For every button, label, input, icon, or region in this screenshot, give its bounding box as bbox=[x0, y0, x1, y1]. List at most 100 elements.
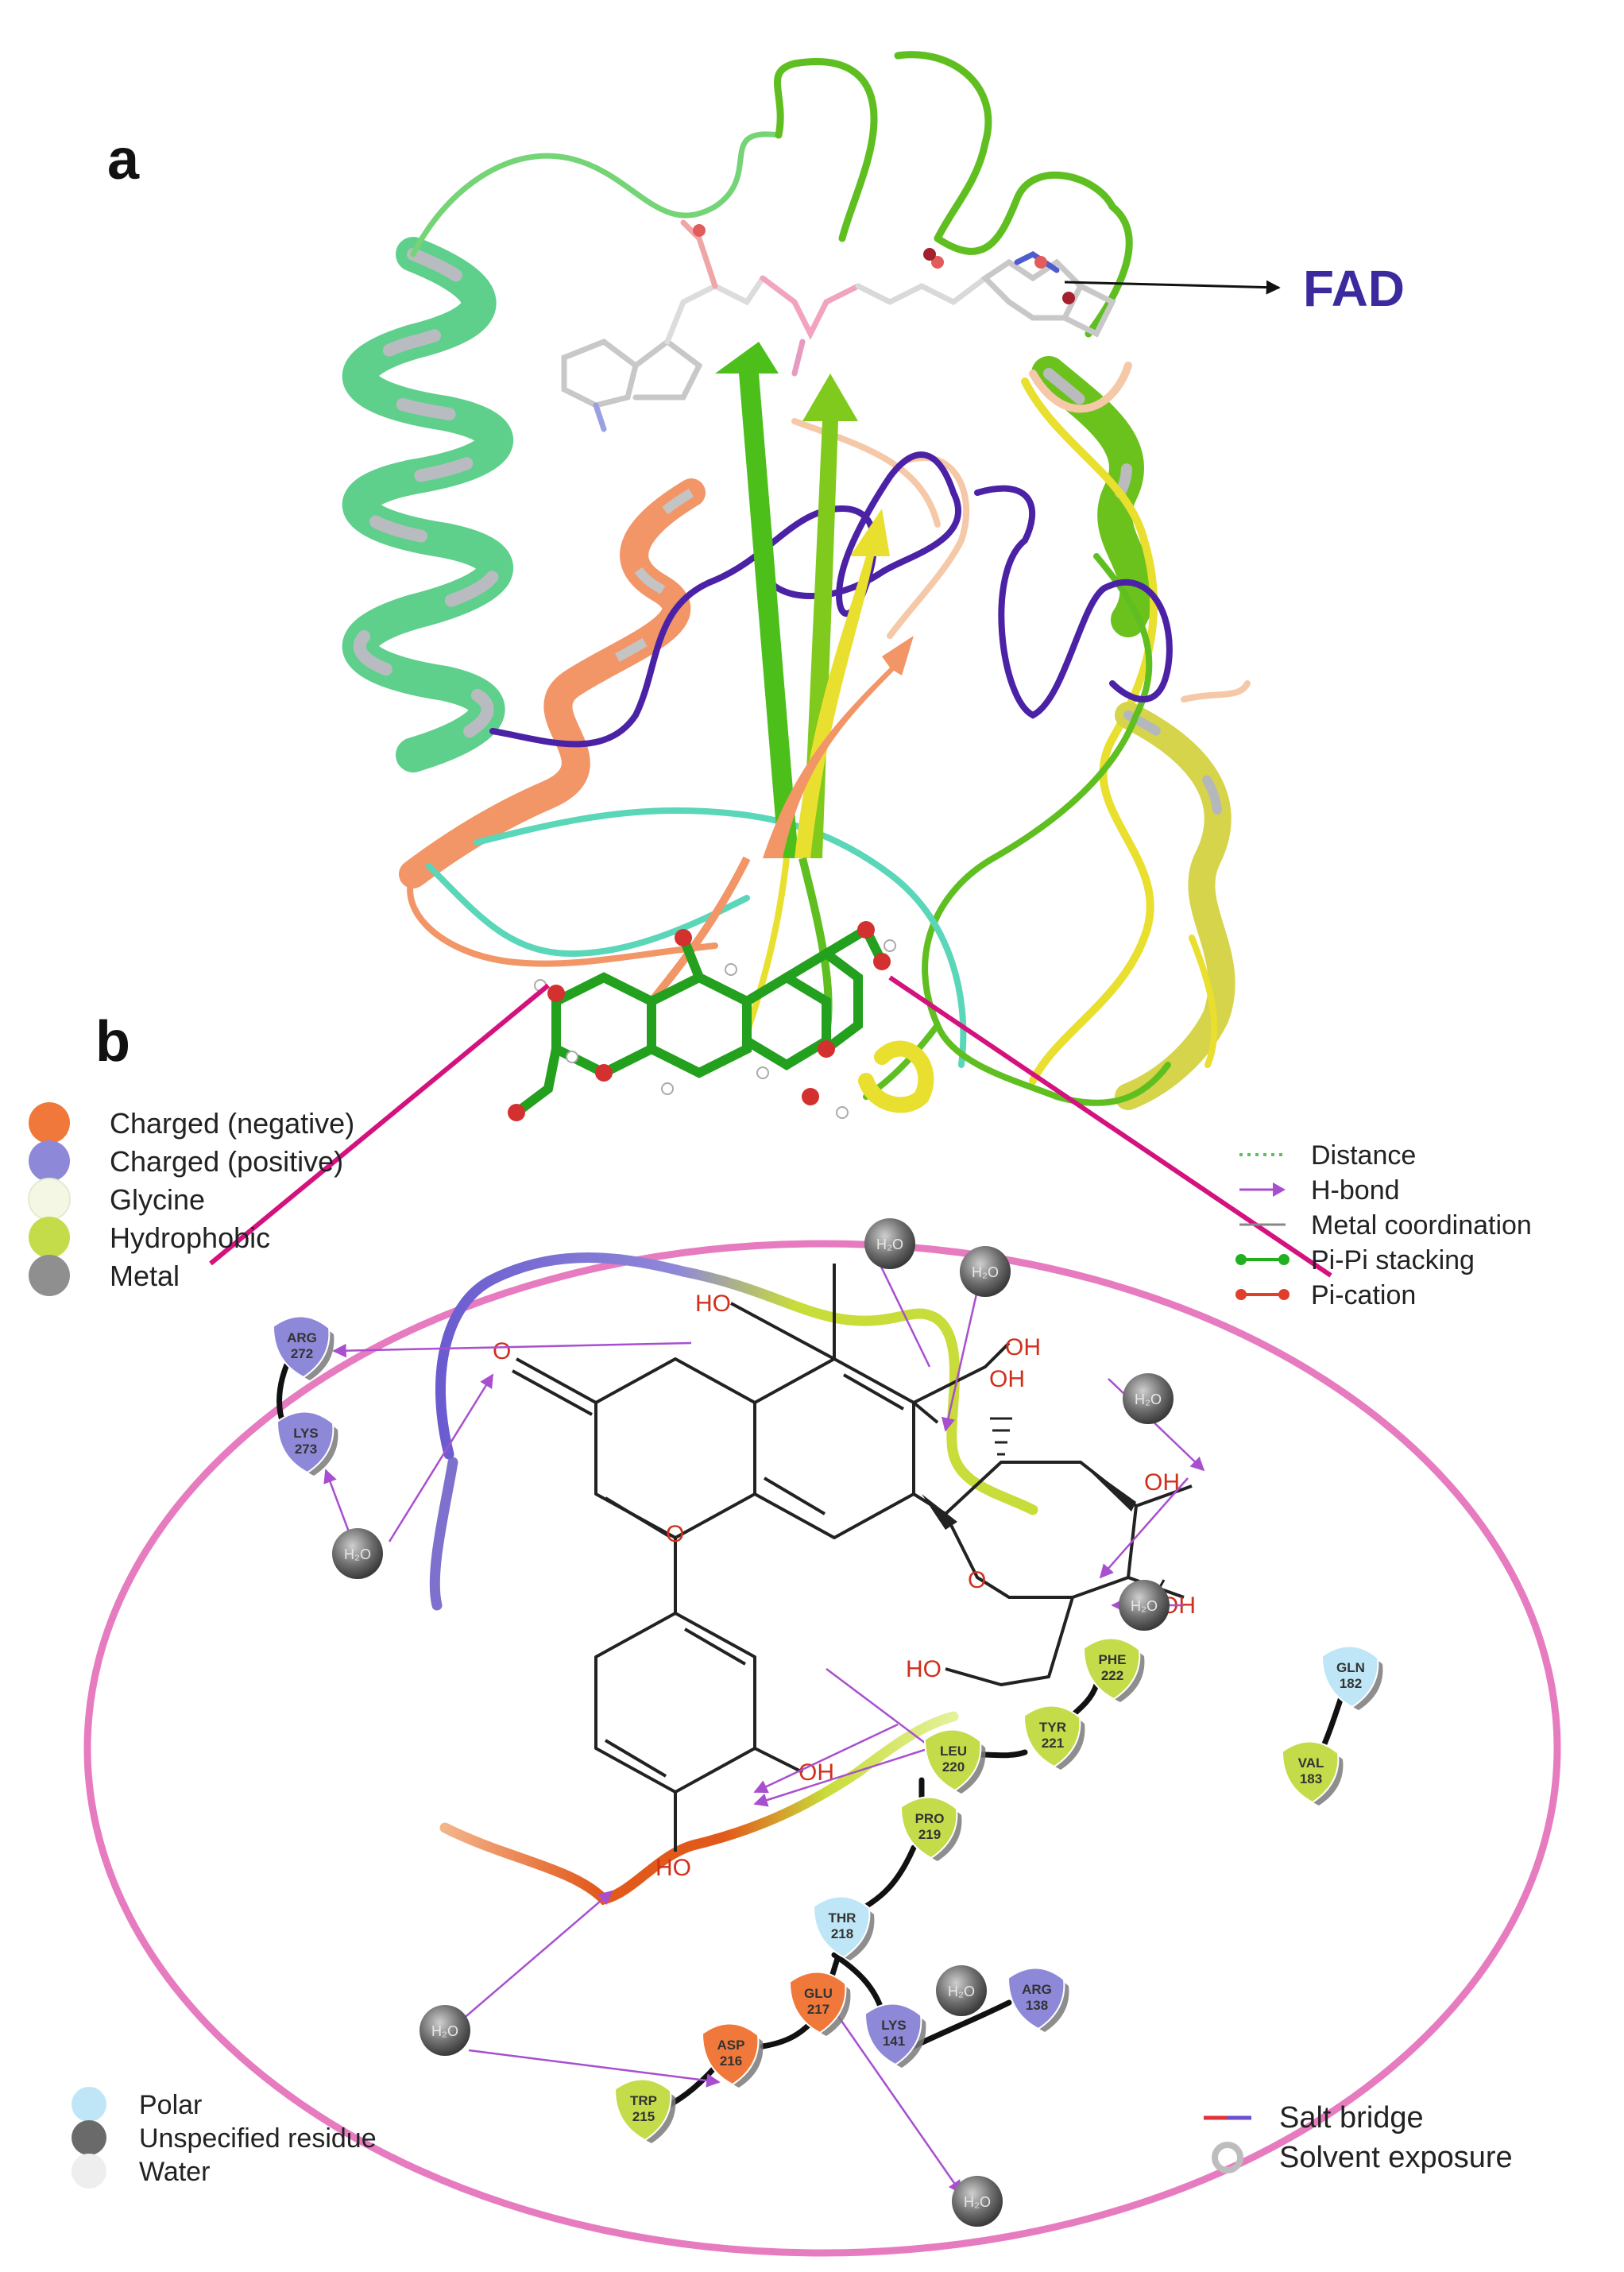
legend-label: Distance bbox=[1311, 1140, 1416, 1171]
label-oh-7: OH bbox=[1005, 1334, 1041, 1360]
water-1: H₂O bbox=[864, 1218, 915, 1269]
legend-label: Polar bbox=[139, 2090, 202, 2120]
legend-dot bbox=[1278, 1254, 1290, 1265]
residue-number: 141 bbox=[883, 2034, 905, 2049]
solvent-exposure-legend-item: Solvent exposure bbox=[1212, 2141, 1513, 2174]
bottom-legend-item: Unspecified residue bbox=[72, 2120, 377, 2155]
residue-number: 215 bbox=[632, 2109, 655, 2124]
residue-legend-item: Metal bbox=[29, 1255, 180, 1296]
bottom-legend-right: Salt bridge Solvent exposure bbox=[1204, 2101, 1513, 2174]
water-4: H₂O bbox=[332, 1528, 383, 1579]
residue-number: 183 bbox=[1300, 1771, 1322, 1786]
zoom-line-left bbox=[209, 983, 550, 1266]
residue-shape bbox=[864, 2003, 922, 2066]
residue-number: 138 bbox=[1026, 1998, 1048, 2013]
bottom-legend-item: Polar bbox=[72, 2087, 202, 2122]
residue-name: PHE bbox=[1099, 1652, 1127, 1667]
interaction-legend-item: Distance bbox=[1239, 1140, 1416, 1171]
legend-label: Water bbox=[139, 2157, 210, 2187]
residue-shape bbox=[1281, 1740, 1340, 1804]
water-3: H₂O bbox=[1123, 1373, 1174, 1424]
water-label: H₂O bbox=[948, 1984, 975, 1999]
legend-label: Hydrophobic bbox=[110, 1221, 270, 1254]
interaction-legend-item: Pi-cation bbox=[1235, 1280, 1416, 1310]
pocket-surface-left bbox=[429, 1457, 458, 1611]
residue-legend-item: Charged (positive) bbox=[29, 1140, 343, 1182]
residue-name: LEU bbox=[940, 1744, 967, 1759]
helix-orange bbox=[399, 478, 706, 888]
fad-arrow bbox=[1064, 280, 1281, 295]
panel-label-b: b bbox=[95, 1010, 130, 1074]
residue-name: LYS bbox=[293, 1426, 319, 1441]
zoom-line-right bbox=[888, 975, 1332, 1278]
residue-name: ARG bbox=[1022, 1982, 1052, 1997]
residue-number: 272 bbox=[291, 1346, 313, 1361]
interaction-legend-item: Metal coordination bbox=[1239, 1210, 1532, 1241]
legend-label: Glycine bbox=[110, 1183, 205, 1216]
residue-name: GLN bbox=[1336, 1660, 1365, 1675]
residue-shape bbox=[1023, 1705, 1081, 1768]
solvent-exposure-label: Solvent exposure bbox=[1279, 2141, 1513, 2174]
label-sugar-o: O bbox=[968, 1567, 986, 1593]
residue-shape bbox=[276, 1411, 334, 1474]
water-label: H₂O bbox=[972, 1264, 999, 1280]
label-ho-6pp: HO bbox=[906, 1656, 942, 1682]
pocket-surface-bottom bbox=[439, 1711, 959, 1906]
residue-shape bbox=[272, 1315, 331, 1379]
water-label: H₂O bbox=[964, 2194, 991, 2210]
legend-swatch bbox=[72, 2154, 106, 2189]
legend-arrowhead bbox=[1273, 1182, 1286, 1197]
water-6: H₂O bbox=[936, 1965, 987, 2016]
ligand-3d bbox=[508, 921, 896, 1121]
residue-shape bbox=[1007, 1967, 1065, 2030]
loops bbox=[407, 51, 1251, 1113]
residue-name: VAL bbox=[1298, 1755, 1324, 1771]
residue-name: TRP bbox=[630, 2093, 657, 2108]
label-ho-5: HO bbox=[695, 1291, 731, 1317]
residue-name: LYS bbox=[881, 2018, 907, 2033]
residue-number: 219 bbox=[918, 1827, 941, 1842]
residue-shape bbox=[788, 1971, 847, 2034]
residue-legend-item: Glycine bbox=[28, 1178, 205, 1221]
residue-type-legend: Charged (negative) Charged (positive) Glyc… bbox=[28, 1102, 354, 1296]
water-7: H₂O bbox=[420, 2005, 470, 2056]
water-label: H₂O bbox=[876, 1237, 903, 1252]
water-molecules: H₂O H₂O H₂O H₂O H₂O H₂O H₂O H₂O bbox=[332, 1218, 1174, 2227]
label-ring-o: O bbox=[666, 1521, 684, 1547]
residue-number: 220 bbox=[942, 1759, 965, 1775]
interaction-legend-item: Pi-Pi stacking bbox=[1235, 1245, 1475, 1275]
ligand-labels: HO OH O O OH OH OH O HO OH HO bbox=[493, 1291, 1196, 1881]
legend-label: Pi-Pi stacking bbox=[1311, 1245, 1475, 1275]
pocket-surface-top bbox=[435, 1252, 1038, 1515]
residue-name: GLU bbox=[804, 1986, 833, 2001]
legend-label: Pi-cation bbox=[1311, 1280, 1416, 1310]
legend-label: Metal coordination bbox=[1311, 1210, 1532, 1241]
residue-legend-item: Hydrophobic bbox=[29, 1217, 270, 1258]
label-oh-2pp: OH bbox=[989, 1366, 1025, 1392]
residue-shape bbox=[1082, 1637, 1141, 1701]
panel-label-a: a bbox=[107, 128, 140, 192]
legend-label: Charged (negative) bbox=[110, 1107, 354, 1140]
salt-bridge-legend-item: Salt bridge bbox=[1204, 2101, 1424, 2135]
residue-name: TYR bbox=[1039, 1720, 1066, 1735]
water-2: H₂O bbox=[960, 1246, 1011, 1297]
residue-shape bbox=[613, 2078, 672, 2142]
water-label: H₂O bbox=[344, 1546, 371, 1562]
legend-dot bbox=[1278, 1289, 1290, 1300]
residue-number: 221 bbox=[1042, 1736, 1064, 1751]
stereo-bonds bbox=[922, 1417, 1166, 1595]
residue-name: ASP bbox=[717, 2038, 745, 2053]
residue-shape bbox=[812, 1895, 871, 1959]
legend-label: Charged (positive) bbox=[110, 1145, 343, 1178]
